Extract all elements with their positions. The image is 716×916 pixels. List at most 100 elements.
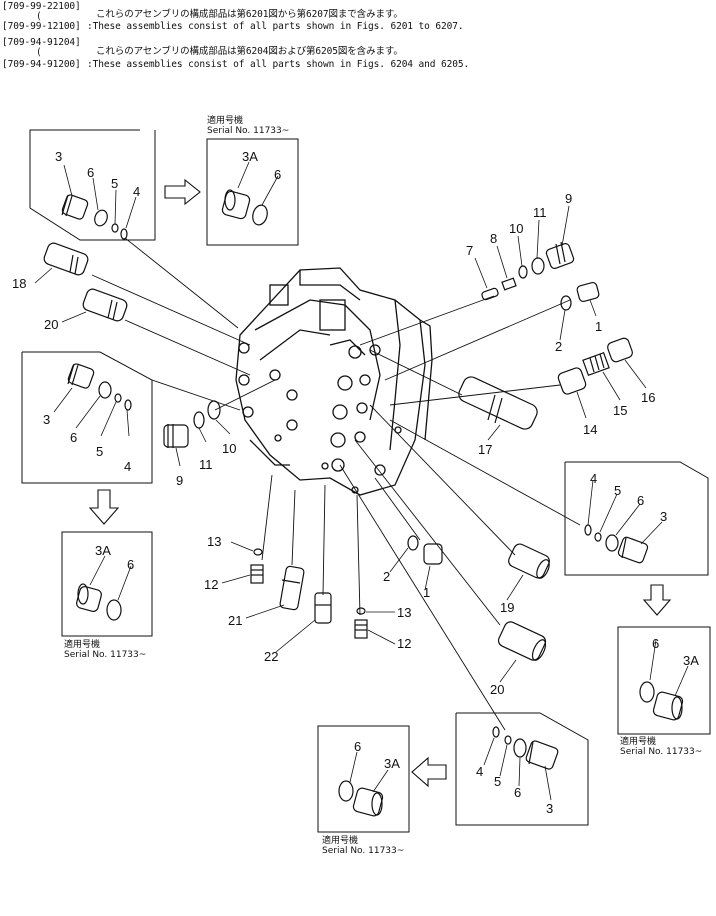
part-10-oring-left: [207, 400, 221, 420]
label-12-left: 12: [204, 577, 219, 592]
part-18-valve: [43, 242, 89, 276]
label-17: 17: [478, 442, 493, 457]
part-3-plug-midleft: [67, 363, 95, 389]
part-8-spring: [501, 277, 517, 291]
serial-box-left: [61, 531, 153, 637]
part-9-plug-right: [545, 241, 575, 269]
part-20-valve-left: [82, 288, 128, 322]
part-20-valve-right: [497, 621, 547, 661]
valve-body: [235, 267, 433, 496]
part-2-oring-right-top: [560, 295, 572, 311]
serial-caption-right-en: Serial No. 11733~: [620, 747, 703, 757]
label-3a-serial-bottom: 3A: [384, 756, 400, 771]
part-3a-plug-top: [221, 189, 251, 220]
part-12-fitting-right: [354, 619, 368, 639]
label-10-right: 10: [509, 221, 524, 236]
label-3-top: 3: [55, 149, 63, 164]
label-5-right: 5: [614, 483, 622, 498]
header-line1-jp: これらのアセンブリの構成部品は第6201図から第6207図まで含みます。: [96, 9, 403, 20]
label-12-right: 12: [397, 636, 412, 651]
part-15-spring: [582, 351, 610, 377]
part-5-ring-top: [111, 223, 119, 233]
serial-box-top: [206, 138, 299, 246]
label-3a-serial-left: 3A: [95, 543, 111, 558]
part-21-fitting: [279, 565, 305, 611]
part-22-fitting: [314, 592, 332, 624]
part-5-ring-right: [594, 532, 602, 542]
part-1-plug-lower: [423, 543, 443, 565]
label-leaders: [34, 161, 689, 801]
label-6-right: 6: [637, 493, 645, 508]
part-12-fitting-left: [250, 564, 264, 584]
label-4-top: 4: [133, 184, 141, 199]
label-19: 19: [500, 600, 515, 615]
label-2-lower: 2: [383, 569, 391, 584]
part-17-valve: [458, 376, 538, 430]
header-bracket-1: (: [36, 11, 42, 22]
part-11-oring-left: [193, 411, 205, 429]
part-6-oring-top: [94, 209, 108, 227]
label-2-right: 2: [555, 339, 563, 354]
part-2-oring-lower: [407, 535, 419, 551]
part-16-plug: [607, 337, 633, 363]
part-10-oring-right: [518, 265, 528, 279]
part-6-oring-serial-top: [252, 204, 268, 226]
label-3a-serial-top: 3A: [242, 149, 258, 164]
serial-caption-top-jp: 適用号機: [207, 116, 244, 126]
label-22: 22: [264, 649, 279, 664]
label-9-left: 9: [176, 473, 184, 488]
label-13-left: 13: [207, 534, 222, 549]
part-3a-plug-left: [76, 583, 102, 612]
label-3-midleft: 3: [43, 412, 51, 427]
part-13-oring-right: [356, 607, 366, 615]
part-6-oring-serial-right: [639, 681, 655, 703]
part-4-ring-bottom: [492, 726, 500, 738]
label-6-serial-bottom: 6: [354, 739, 362, 754]
label-1-right: 1: [595, 319, 603, 334]
part-1-plug-right-top: [576, 281, 600, 303]
label-6-serial-right: 6: [652, 636, 660, 651]
part-13-oring-left: [253, 548, 263, 556]
part-4-ring-right: [584, 524, 592, 536]
serial-box-bottom: [317, 725, 410, 833]
part-6-oring-bottom: [513, 738, 527, 758]
label-6-midleft: 6: [70, 430, 78, 445]
part-6-oring-serial-left: [106, 599, 122, 621]
callout-frame-bottom: [455, 712, 589, 826]
label-4-right: 4: [590, 471, 598, 486]
label-6-serial-left: 6: [127, 557, 135, 572]
serial-caption-left-jp: 適用号機: [64, 640, 101, 650]
label-20-left: 20: [44, 317, 59, 332]
leader-lines: [91, 237, 581, 731]
label-18: 18: [12, 276, 27, 291]
label-1-lower: 1: [423, 585, 431, 600]
header-code-3: [709-94-91204]: [2, 37, 81, 48]
part-11-oring-right: [531, 257, 545, 275]
arrow-to-serial-top: [164, 178, 201, 206]
label-8: 8: [490, 231, 498, 246]
header-code-2: [709-99-12100]: [2, 21, 81, 32]
label-9-right: 9: [565, 191, 573, 206]
serial-box-right: [617, 626, 711, 735]
label-7: 7: [466, 243, 474, 258]
label-6-top: 6: [87, 165, 95, 180]
part-3-plug-right: [617, 536, 649, 564]
arrow-to-serial-bottom: [411, 756, 447, 788]
part-5-ring-bottom: [504, 735, 512, 745]
serial-caption-top-en: Serial No. 11733~: [207, 126, 290, 136]
part-14-plug: [557, 367, 587, 395]
part-5-ring-midleft: [114, 393, 122, 403]
callout-frame-right: [564, 461, 709, 576]
part-4-ring-midleft: [124, 399, 132, 411]
label-15: 15: [613, 403, 628, 418]
callout-frame-mid-left: [21, 351, 153, 484]
part-3-plug-bottom: [525, 740, 559, 770]
part-4-ring-top: [120, 228, 128, 240]
callout-frame-top-left: [29, 129, 156, 241]
part-9-plug-left: [163, 424, 189, 448]
label-20-right: 20: [490, 682, 505, 697]
label-6-serial-top: 6: [274, 167, 282, 182]
header-bracket-2: (: [36, 47, 42, 58]
part-6-oring-serial-bottom: [338, 780, 354, 802]
